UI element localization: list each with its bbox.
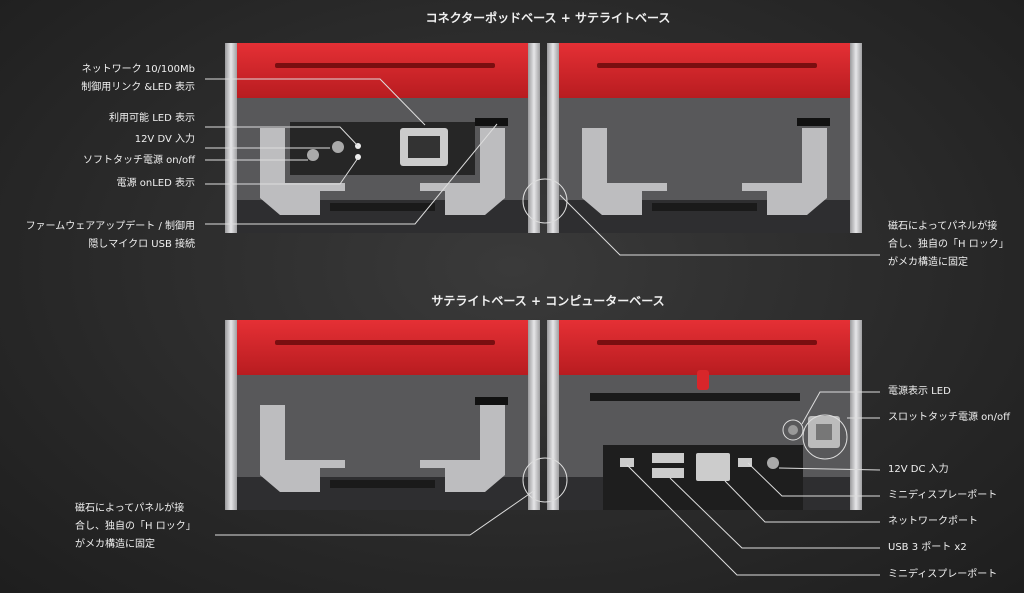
satellite-base-top bbox=[547, 43, 862, 233]
computer-base bbox=[547, 320, 862, 510]
label: ネットワーク 10/100Mb bbox=[81, 64, 195, 75]
label: がメカ構造に固定 bbox=[75, 539, 155, 550]
label: ミニディスプレーポート bbox=[888, 569, 998, 580]
label: スロットタッチ電源 on/off bbox=[888, 412, 1011, 423]
label: がメカ構造に固定 bbox=[888, 257, 968, 268]
label: USB 3 ポート x2 bbox=[888, 542, 967, 553]
label: ミニディスプレーポート bbox=[888, 490, 998, 501]
label: 電源表示 LED bbox=[888, 386, 951, 397]
label: 隠しマイクロ USB 接続 bbox=[88, 239, 195, 250]
label: 12V DV 入力 bbox=[134, 134, 195, 145]
label: 制御用リンク &LED 表示 bbox=[81, 82, 195, 93]
label: 磁石によってパネルが接 bbox=[75, 503, 185, 514]
label: 電源 onLED 表示 bbox=[116, 178, 195, 189]
label: 合し、独自の「H ロック」 bbox=[888, 239, 1009, 250]
label: ファームウェアアップデート / 制御用 bbox=[25, 221, 195, 232]
label: 磁石によってパネルが接 bbox=[888, 221, 998, 232]
section-title: サテライトベース + コンピューターベース bbox=[431, 294, 665, 308]
label: 利用可能 LED 表示 bbox=[109, 113, 195, 124]
callout-lines bbox=[205, 78, 881, 576]
satellite-base-bottom bbox=[225, 320, 540, 510]
label: ネットワークポート bbox=[888, 516, 978, 527]
label: 12V DC 入力 bbox=[888, 464, 949, 475]
label: ソフトタッチ電源 on/off bbox=[82, 155, 195, 166]
label: 合し、独自の「H ロック」 bbox=[75, 521, 196, 532]
connector-pod-base bbox=[225, 43, 540, 233]
section-title: コネクターポッドベース + サテライトベース bbox=[425, 11, 671, 25]
